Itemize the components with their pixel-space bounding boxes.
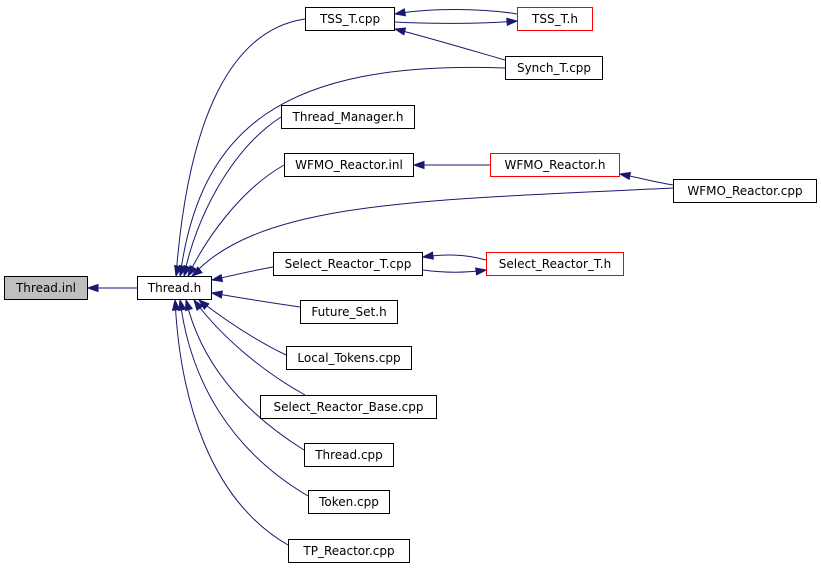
node-select-reactor-base-cpp[interactable]: Select_Reactor_Base.cpp <box>260 395 437 419</box>
arrowhead-tss-t-h <box>506 17 519 27</box>
arrowhead-thread-h-l <box>171 298 181 311</box>
edge-select-reactor-base-cpp-to-thread-h <box>193 299 306 396</box>
node-label: Select_Reactor_T.h <box>498 257 612 271</box>
edge-tss-t-cpp-to-thread-h <box>175 18 306 277</box>
node-label: Token.cpp <box>319 495 379 509</box>
node-label: Thread.h <box>147 281 202 295</box>
arrowhead-thread-h-g <box>210 290 224 299</box>
node-token-cpp[interactable]: Token.cpp <box>308 490 390 514</box>
arrowhead-thread-h-d <box>187 264 198 278</box>
arrowhead-thread-inl <box>86 283 99 293</box>
arrowhead-thread-h-h <box>197 299 210 311</box>
node-tss-t-h[interactable]: TSS_T.h <box>517 7 593 31</box>
node-future-set-h[interactable]: Future_Set.h <box>300 300 398 324</box>
node-local-tokens-cpp[interactable]: Local_Tokens.cpp <box>286 346 412 370</box>
edge-synch-t-cpp-to-tss-t-cpp <box>394 28 506 61</box>
arrowhead-thread-h-c <box>183 264 192 278</box>
node-label: TP_Reactor.cpp <box>303 544 395 558</box>
arrowhead-wfmo-reactor-inl <box>412 160 425 170</box>
arrowhead-wfmo-reactor-h <box>618 171 632 181</box>
edge-wfmo-reactor-inl-to-thread-h <box>187 164 285 277</box>
node-thread-cpp[interactable]: Thread.cpp <box>304 443 394 467</box>
node-label: Synch_T.cpp <box>516 61 592 75</box>
node-wfmo-reactor-h[interactable]: WFMO_Reactor.h <box>490 153 620 177</box>
arrowhead-thread-h-f <box>210 273 224 283</box>
node-label: Thread_Manager.h <box>292 110 404 124</box>
arrowhead-select-reactor-t-h <box>475 267 488 276</box>
node-label: Thread.inl <box>15 281 77 295</box>
edge-thread-manager-h-to-thread-h <box>183 116 282 277</box>
arrowhead-thread-h-e <box>190 266 203 277</box>
node-label: Select_Reactor_T.cpp <box>284 257 412 271</box>
node-label: WFMO_Reactor.h <box>504 158 606 172</box>
node-thread-manager-h[interactable]: Thread_Manager.h <box>281 105 415 129</box>
node-label: Local_Tokens.cpp <box>297 351 401 365</box>
node-label: WFMO_Reactor.cpp <box>687 184 803 198</box>
edge-wfmo-reactor-cpp-to-thread-h <box>191 187 674 277</box>
edge-tp-reactor-cpp-to-thread-h <box>174 299 289 546</box>
node-label: TSS_T.h <box>532 12 578 26</box>
arrowhead-thread-h-i <box>193 298 204 311</box>
node-label: Future_Set.h <box>311 305 387 319</box>
arrowhead-tss-t-cpp-from-synch <box>393 27 407 36</box>
edge-thread-cpp-to-thread-h <box>185 299 305 451</box>
node-label: Thread.cpp <box>315 448 383 462</box>
edge-token-cpp-to-thread-h <box>179 299 309 497</box>
edge-tss-t-h-to-tss-t-cpp <box>394 9 518 15</box>
node-wfmo-reactor-cpp[interactable]: WFMO_Reactor.cpp <box>673 179 817 203</box>
node-select-reactor-t-cpp[interactable]: Select_Reactor_T.cpp <box>273 252 423 276</box>
node-label: Select_Reactor_Base.cpp <box>273 400 424 414</box>
edge-synch-t-cpp-to-thread-h <box>179 66 506 277</box>
node-select-reactor-t-h[interactable]: Select_Reactor_T.h <box>486 252 624 276</box>
node-wfmo-reactor-inl[interactable]: WFMO_Reactor.inl <box>284 153 414 177</box>
node-label: TSS_T.cpp <box>319 12 381 26</box>
node-label: WFMO_Reactor.inl <box>295 158 403 172</box>
arrowhead-thread-h-j <box>184 298 194 312</box>
node-thread-inl[interactable]: Thread.inl <box>4 276 88 300</box>
node-tp-reactor-cpp[interactable]: TP_Reactor.cpp <box>288 539 410 563</box>
node-synch-t-cpp[interactable]: Synch_T.cpp <box>505 56 603 80</box>
edge-tss-t-cpp-to-tss-t-h <box>394 20 518 24</box>
arrowhead-tss-t-cpp-left <box>393 8 407 17</box>
node-tss-t-cpp[interactable]: TSS_T.cpp <box>305 7 395 31</box>
edge-future-set-h-to-thread-h <box>211 292 301 308</box>
arrowhead-select-reactor-t-cpp <box>421 251 434 260</box>
arrowhead-thread-h-k <box>178 298 187 312</box>
node-thread-h[interactable]: Thread.h <box>137 276 212 300</box>
edges <box>86 8 674 546</box>
edge-local-tokens-cpp-to-thread-h <box>198 299 287 356</box>
